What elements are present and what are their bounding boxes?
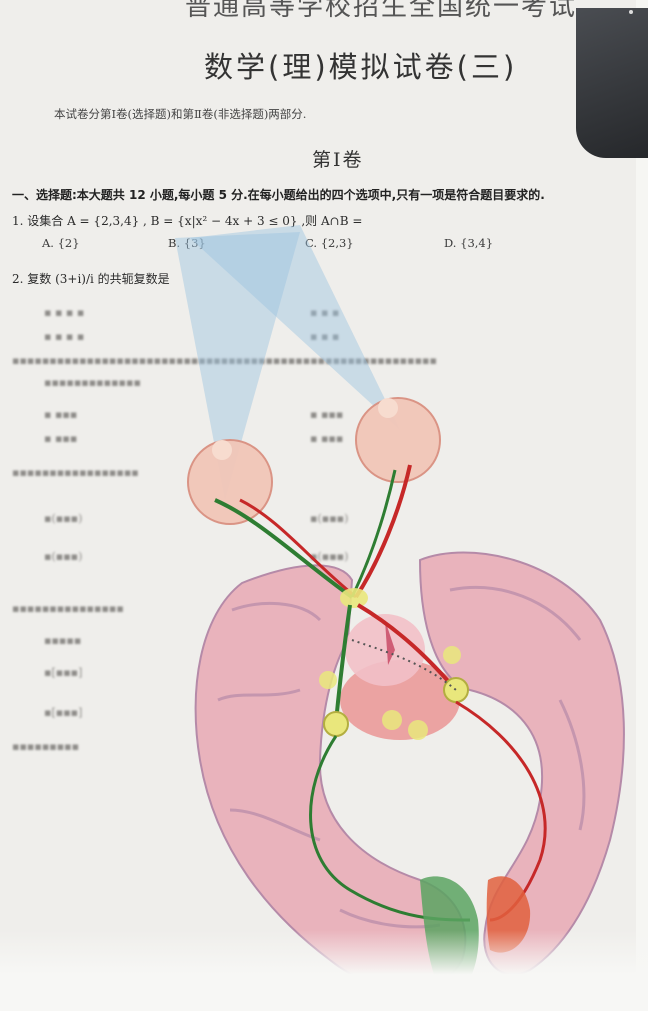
right-eyeball	[356, 398, 440, 482]
right-optic-nerve	[356, 465, 410, 597]
left-lgn-nucleus	[324, 712, 348, 736]
photo-bottom-fade	[0, 930, 648, 1011]
right-eye-lens	[378, 398, 398, 418]
nucleus	[319, 671, 337, 689]
nucleus	[443, 646, 461, 664]
left-eye-lens	[212, 440, 232, 460]
right-lgn-nucleus	[444, 678, 468, 702]
nucleus	[382, 710, 402, 730]
nucleus	[408, 720, 428, 740]
optic-chiasm	[340, 588, 368, 608]
